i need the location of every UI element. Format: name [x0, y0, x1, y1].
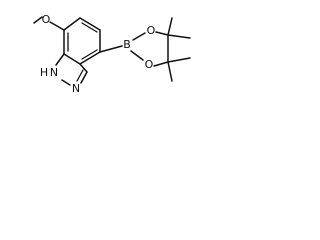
bond-methyl-upper-1: [167, 17, 173, 36]
methoxy-group: [33, 16, 65, 31]
atom-label-h-nh: H: [40, 66, 48, 79]
bond-methyl-lower-1: [167, 57, 191, 63]
atom-label-o-upper: O: [147, 24, 156, 37]
bond-c4-b: [99, 45, 123, 53]
atom-label-n-ring: N: [72, 82, 80, 95]
bond-c6-c5: [79, 17, 101, 31]
atom-labels: O H N N B O O: [40, 13, 156, 95]
pinacol-boronate: [99, 17, 191, 82]
bond-methyl-upper-2: [167, 34, 191, 39]
bond-b-o-upper: [132, 32, 146, 41]
benzene-ring: [63, 17, 101, 65]
bond-c3-c3a: [79, 63, 88, 73]
pyrazole-ring: [55, 53, 88, 86]
bond-c3a-c7a: [63, 53, 81, 65]
bond-c4-c3a-inner: [81, 49, 98, 60]
chemical-structure-diagram: O H N N B O O: [33, 13, 191, 95]
bond-c7-c6: [63, 17, 81, 31]
bond-c4-c3a: [79, 51, 101, 65]
atom-label-o-lower: O: [145, 58, 154, 71]
bond-methyl-o: [33, 16, 43, 24]
bond-o-lower-c: [153, 61, 169, 67]
bond-c7a-n1: [55, 53, 65, 66]
bond-n2-c3: [80, 71, 88, 84]
bond-c6-c5-inner: [81, 22, 98, 33]
bond-n1-n2: [61, 79, 71, 86]
bond-o-c7: [49, 21, 65, 31]
bond-n2-c3-inner: [76, 69, 84, 82]
bond-b-o-lower: [130, 50, 144, 61]
atom-label-n-nh: N: [50, 66, 58, 79]
bond-o-upper-c: [155, 31, 169, 36]
atom-label-o-methoxy: O: [42, 13, 51, 26]
bond-methyl-lower-2: [167, 61, 173, 82]
atom-label-b: B: [123, 38, 131, 51]
